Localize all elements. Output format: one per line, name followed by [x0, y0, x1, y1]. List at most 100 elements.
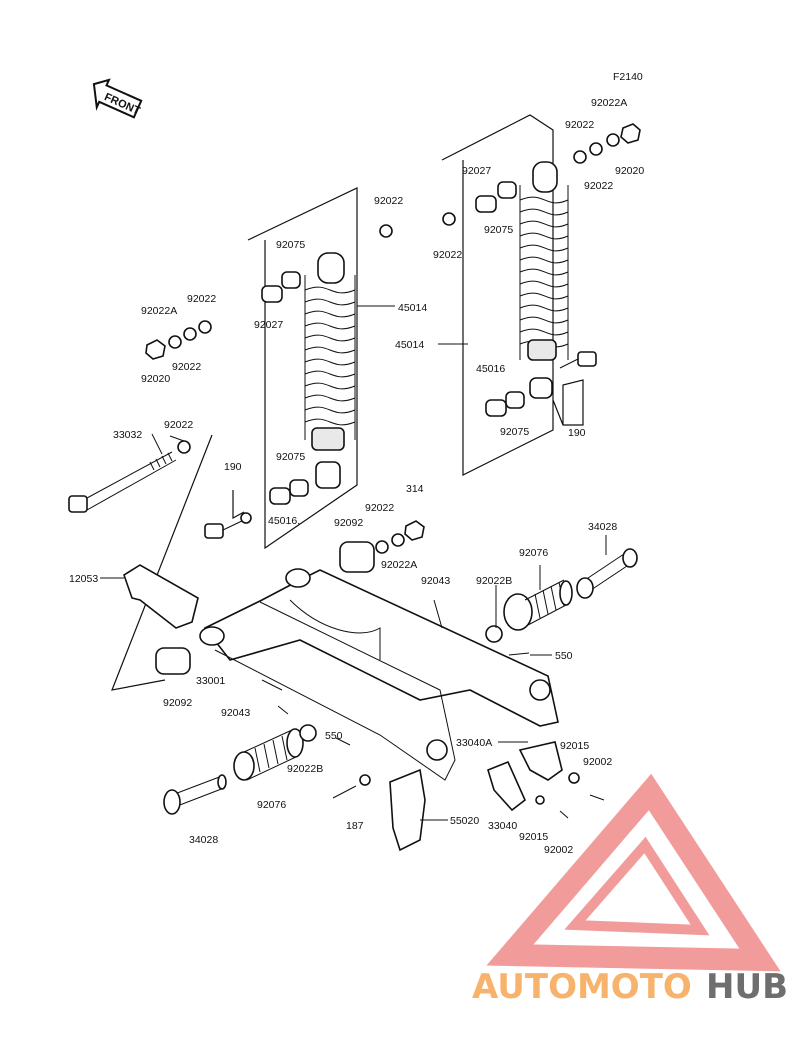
- nut-part: [535, 795, 545, 805]
- part-label: 92022: [374, 195, 403, 207]
- washer-part: [183, 327, 197, 341]
- washer-part: [485, 625, 503, 643]
- collar-part: [155, 647, 191, 675]
- chain-guide-frame: [111, 434, 213, 691]
- watermark-logo: [486, 773, 781, 972]
- bolt-part: [204, 523, 224, 539]
- part-label: 550: [325, 730, 343, 742]
- nut-part: [620, 123, 641, 144]
- left-shock-frame: [247, 187, 358, 550]
- right-pivot-pin: [576, 548, 638, 599]
- collar-part: [281, 271, 301, 289]
- svg-text:HUB: HUB: [706, 967, 788, 1007]
- chain-guide-part: [123, 564, 199, 629]
- part-label: 92022: [365, 502, 394, 514]
- part-label: 92020: [615, 165, 644, 177]
- part-label: 92022: [584, 180, 613, 192]
- part-label: 92075: [276, 451, 305, 463]
- collar-part: [505, 391, 525, 409]
- right-shock-frame: [441, 114, 584, 476]
- part-label: 92022A: [591, 97, 627, 109]
- part-label: 92022: [172, 361, 201, 373]
- part-label: 92076: [519, 547, 548, 559]
- nut-part: [404, 520, 425, 541]
- collar-part: [485, 399, 507, 417]
- part-label: 550: [555, 650, 573, 662]
- washer-part: [375, 540, 389, 554]
- part-label: 92022B: [476, 575, 512, 587]
- washer-part: [442, 212, 456, 226]
- bracket-part: [389, 768, 426, 852]
- part-label: 33040: [488, 820, 517, 832]
- right-collar-spring: [503, 579, 573, 631]
- washer-part: [198, 320, 212, 334]
- part-label: 92022: [433, 249, 462, 261]
- part-label: 92075: [484, 224, 513, 236]
- washer-part: [240, 512, 252, 524]
- bolt-part: [559, 810, 569, 819]
- part-label: 92075: [500, 426, 529, 438]
- washer-part: [379, 224, 393, 238]
- collar-part: [269, 487, 291, 505]
- collar-part: [289, 479, 309, 497]
- left-pivot-pin: [163, 774, 227, 815]
- swing-arm: [199, 568, 559, 781]
- part-label: 92022B: [287, 763, 323, 775]
- part-label: 45014: [398, 302, 427, 314]
- washer-part: [299, 724, 317, 742]
- part-label: 92015: [560, 740, 589, 752]
- part-label: 92022: [164, 419, 193, 431]
- chain-adjuster-part: [518, 741, 563, 781]
- part-label: 92076: [257, 799, 286, 811]
- part-label: 34028: [189, 834, 218, 846]
- part-label: 92022A: [381, 559, 417, 571]
- right-shock-absorber: [519, 161, 569, 399]
- part-label: 92022: [565, 119, 594, 131]
- bolt-part: [577, 351, 597, 367]
- bolt-part: [277, 705, 289, 715]
- part-label: 45016: [476, 363, 505, 375]
- left-shock-absorber: [304, 252, 356, 489]
- collar-part: [475, 195, 497, 213]
- nut-part: [145, 339, 166, 360]
- part-label: 55020: [450, 815, 479, 827]
- part-label: 92092: [163, 697, 192, 709]
- diagram-code: F2140: [613, 71, 643, 83]
- part-label: 45016.: [268, 515, 300, 527]
- part-label: 45014: [395, 339, 424, 351]
- left-collar-spring: [233, 728, 304, 781]
- pin-part: [508, 652, 530, 656]
- part-label: 92020: [141, 373, 170, 385]
- part-label: 33001: [196, 675, 225, 687]
- part-label: 314: [406, 483, 424, 495]
- part-label: 190: [568, 427, 586, 439]
- part-label: 33032: [113, 429, 142, 441]
- part-label: 33040A: [456, 737, 492, 749]
- part-label: 92002: [544, 844, 573, 856]
- part-label: 92043: [421, 575, 450, 587]
- leader-lines: [100, 305, 607, 821]
- watermark-text: AUTOMOTO HUB: [472, 967, 788, 1007]
- chain-adjuster-part: [487, 760, 526, 812]
- part-label: 34028: [588, 521, 617, 533]
- washer-part: [573, 150, 587, 164]
- part-label: 92092: [334, 517, 363, 529]
- bolt-part: [332, 785, 357, 799]
- collar-part: [339, 541, 375, 573]
- part-label: 92043: [221, 707, 250, 719]
- washer-part: [177, 440, 191, 454]
- collar-part: [497, 181, 517, 199]
- washer-part: [589, 142, 603, 156]
- part-label: 92015: [519, 831, 548, 843]
- collar-part: [261, 285, 283, 303]
- part-label: 92027: [254, 319, 283, 331]
- part-label: 92027: [462, 165, 491, 177]
- part-label: 190: [224, 461, 242, 473]
- nut-part: [568, 772, 580, 784]
- front-arrow-icon: FRONT: [92, 78, 143, 119]
- part-label: 187: [346, 820, 364, 832]
- svg-text:AUTOMOTO: AUTOMOTO: [472, 967, 692, 1007]
- part-label: 92075: [276, 239, 305, 251]
- bolt-part: [589, 794, 605, 801]
